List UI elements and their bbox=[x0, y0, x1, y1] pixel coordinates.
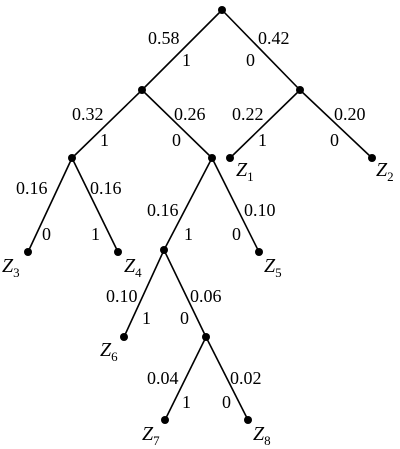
node-z6 bbox=[120, 333, 128, 341]
edge-n042-left bbox=[229, 89, 301, 159]
node-n058 bbox=[138, 86, 146, 94]
tree-nodes bbox=[24, 6, 376, 424]
edge-n042-right bbox=[299, 89, 373, 159]
prob-label-n042-left: 0.22 bbox=[232, 104, 264, 124]
edge-root-right bbox=[221, 9, 301, 91]
edge-n006-left bbox=[164, 336, 207, 421]
prob-label-n016-right: 0.06 bbox=[190, 286, 222, 306]
prob-label-root-left: 0.58 bbox=[148, 28, 180, 48]
bit-label-n016-left: 1 bbox=[142, 308, 151, 328]
edge-n006-right bbox=[205, 336, 249, 421]
edge-n016-left bbox=[123, 249, 165, 338]
bit-label-n032-right: 1 bbox=[91, 224, 100, 244]
bit-label-n058-left: 1 bbox=[100, 130, 109, 150]
node-root bbox=[218, 6, 226, 14]
leaf-label-z1: Z1 bbox=[236, 159, 254, 184]
node-n016 bbox=[160, 246, 168, 254]
bit-label-root-left: 1 bbox=[182, 50, 191, 70]
node-z5 bbox=[255, 248, 263, 256]
node-n042 bbox=[296, 86, 304, 94]
edge-n058-right bbox=[141, 89, 213, 159]
node-n032 bbox=[68, 154, 76, 162]
prob-label-n032-right: 0.16 bbox=[90, 178, 122, 198]
edge-n026-right bbox=[211, 157, 260, 253]
bit-label-n026-right: 0 bbox=[232, 224, 241, 244]
prob-label-n058-right: 0.26 bbox=[174, 104, 206, 124]
leaf-label-z7: Z7 bbox=[142, 423, 160, 448]
bit-label-n042-left: 1 bbox=[258, 130, 267, 150]
node-z1 bbox=[226, 154, 234, 162]
node-n006 bbox=[202, 333, 210, 341]
bit-label-n032-left: 0 bbox=[42, 224, 51, 244]
node-z2 bbox=[368, 154, 376, 162]
bit-label-n058-right: 0 bbox=[172, 130, 181, 150]
prob-label-n016-left: 0.10 bbox=[106, 286, 138, 306]
edge-n058-left bbox=[71, 89, 143, 159]
prob-label-n026-left: 0.16 bbox=[147, 200, 179, 220]
prob-label-n058-left: 0.32 bbox=[72, 104, 104, 124]
node-z8 bbox=[244, 416, 252, 424]
bit-label-n042-right: 0 bbox=[330, 130, 339, 150]
bit-label-n016-right: 0 bbox=[180, 308, 189, 328]
bit-label-n006-right: 0 bbox=[222, 392, 231, 412]
node-z3 bbox=[24, 248, 32, 256]
leaf-label-z2: Z2 bbox=[376, 159, 394, 184]
prob-label-n042-right: 0.20 bbox=[334, 104, 366, 124]
probability-labels: 0.58 0.42 0.32 0.26 0.22 0.20 0.16 0.16 … bbox=[16, 28, 366, 388]
prob-label-n006-left: 0.04 bbox=[147, 368, 179, 388]
leaf-label-z4: Z4 bbox=[124, 255, 142, 280]
prob-label-root-right: 0.42 bbox=[258, 28, 290, 48]
tree-edges bbox=[27, 9, 373, 421]
node-n026 bbox=[208, 154, 216, 162]
leaf-label-z3: Z3 bbox=[2, 255, 20, 280]
node-z7 bbox=[161, 416, 169, 424]
prob-label-n026-right: 0.10 bbox=[244, 200, 276, 220]
leaf-label-z6: Z6 bbox=[100, 339, 118, 364]
edge-n032-right bbox=[71, 157, 119, 253]
prob-label-n006-right: 0.02 bbox=[230, 368, 262, 388]
prob-label-n032-left: 0.16 bbox=[16, 178, 48, 198]
bit-label-n006-left: 1 bbox=[182, 392, 191, 412]
bit-label-n026-left: 1 bbox=[184, 224, 193, 244]
edge-root-left bbox=[141, 9, 223, 91]
edge-n016-right bbox=[163, 249, 207, 338]
edge-n026-left bbox=[163, 157, 213, 251]
node-z4 bbox=[114, 248, 122, 256]
bit-label-root-right: 0 bbox=[246, 50, 255, 70]
leaf-label-z8: Z8 bbox=[253, 423, 271, 448]
bit-labels: 1 0 1 0 1 0 0 1 1 0 1 0 1 0 bbox=[42, 50, 339, 412]
edge-n032-left bbox=[27, 157, 73, 253]
leaf-labels: Z1 Z2 Z3 Z4 Z5 Z6 Z7 Z8 bbox=[2, 159, 394, 448]
leaf-label-z5: Z5 bbox=[264, 255, 282, 280]
